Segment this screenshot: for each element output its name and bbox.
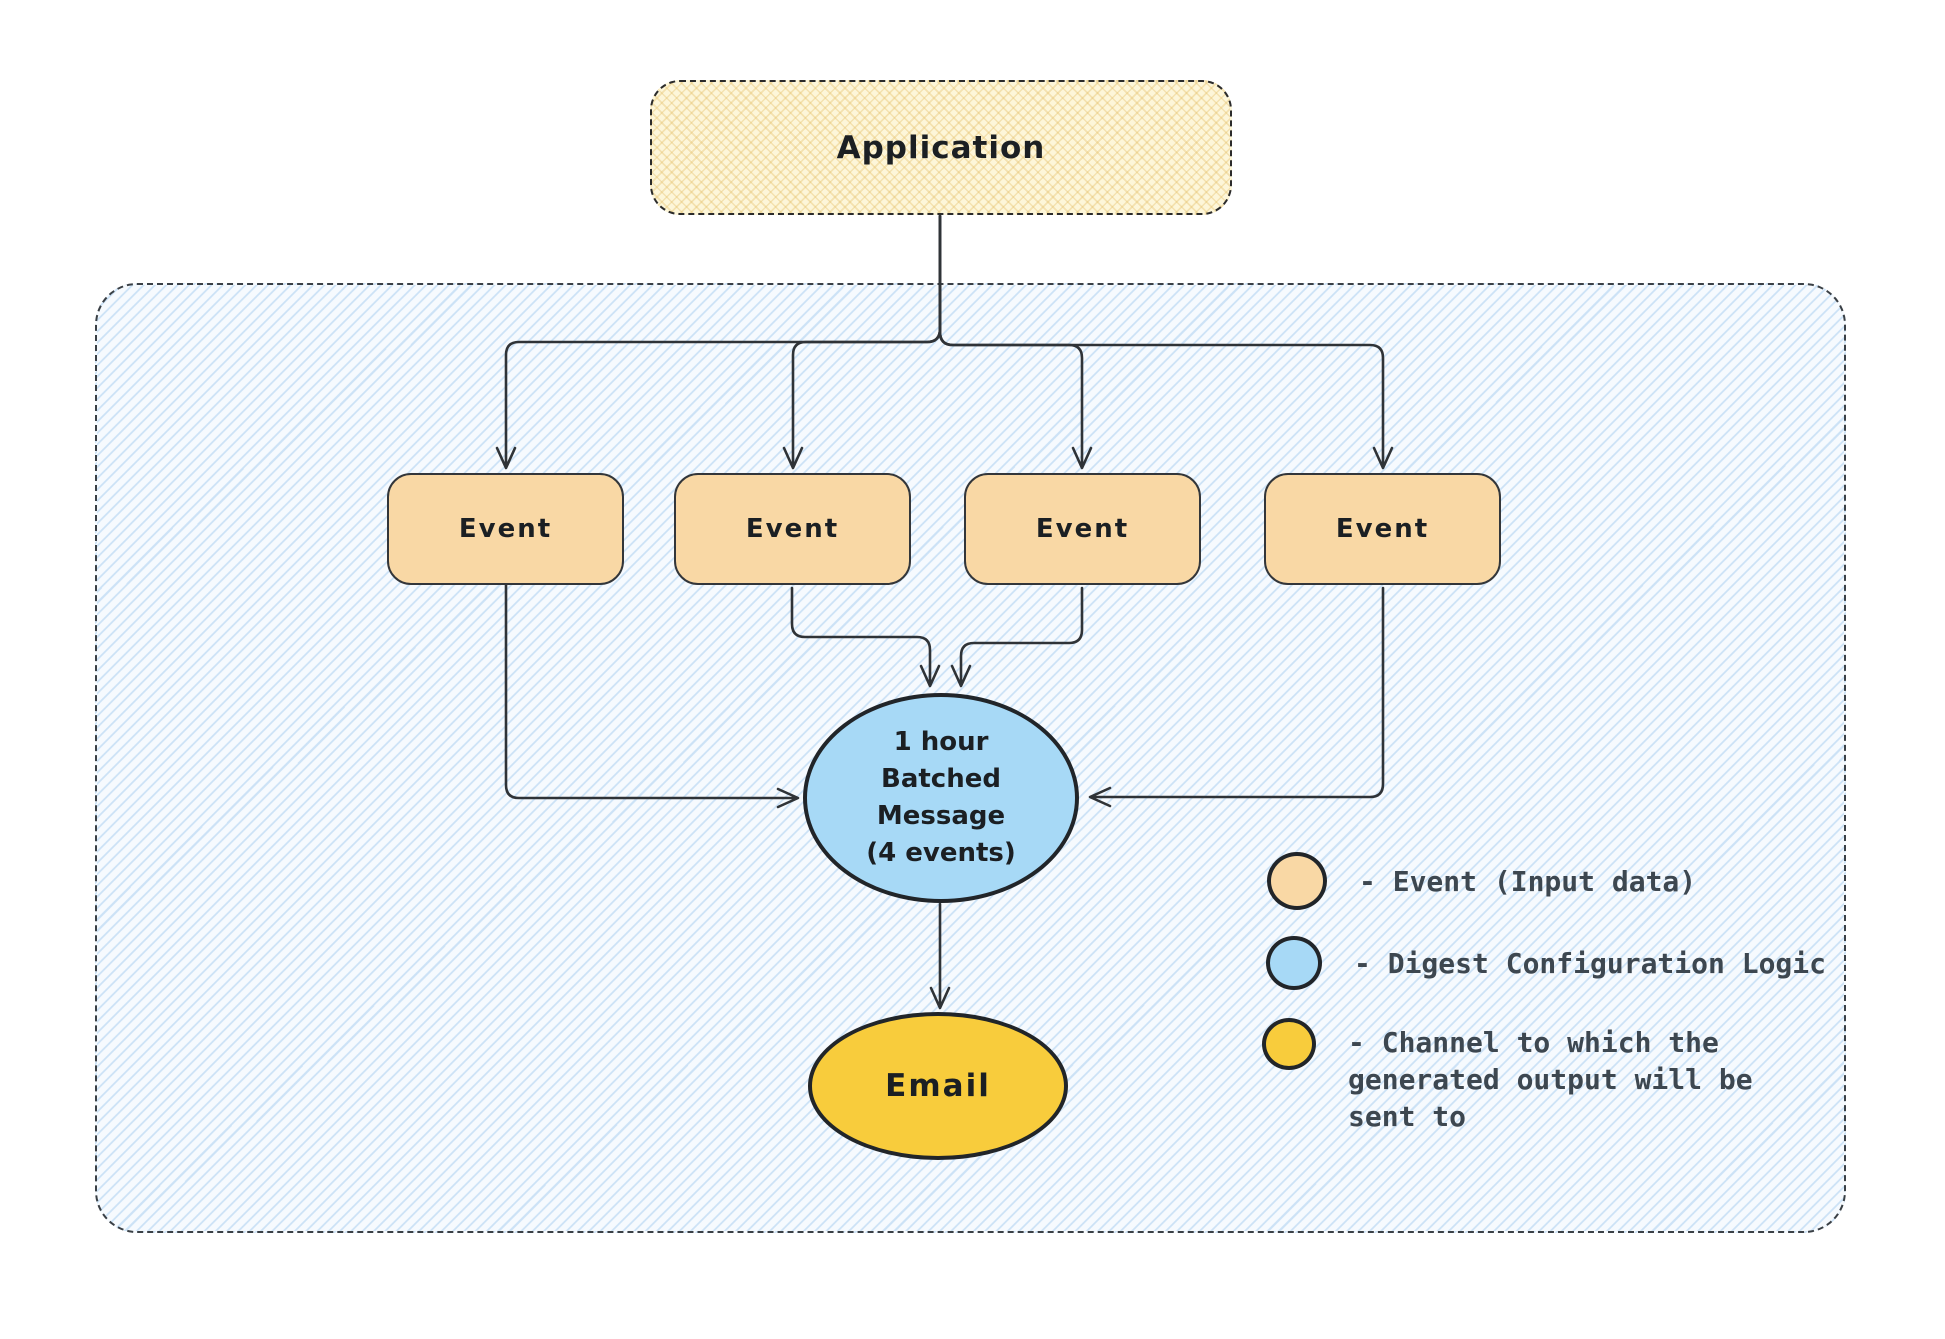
- channel-swatch-icon[interactable]: [1262, 1018, 1316, 1070]
- arrow-event2-to-digest[interactable]: [790, 586, 941, 688]
- legend-item-channel: - Channel to which the generated output …: [1262, 1018, 1753, 1135]
- arrow-event1-to-digest[interactable]: [504, 583, 800, 809]
- legend-event-label: - Event (Input data): [1359, 864, 1697, 898]
- application-label: Application: [836, 129, 1046, 166]
- arrow-event3-to-digest[interactable]: [950, 586, 1084, 688]
- legend-item-event: - Event (Input data): [1267, 852, 1696, 910]
- legend-channel-label: - Channel to which the generated output …: [1348, 1026, 1753, 1133]
- arrow-app-to-event-4[interactable]: [938, 214, 1394, 470]
- node-event-4[interactable]: Event: [1264, 473, 1501, 585]
- node-application[interactable]: Application: [650, 80, 1232, 215]
- arrow-app-to-event-3[interactable]: [938, 214, 1093, 470]
- arrow-event4-to-digest[interactable]: [1088, 586, 1385, 808]
- batched-message-label: 1 hour Batched Message (4 events): [866, 727, 1016, 868]
- arrow-app-to-event-2[interactable]: [782, 214, 942, 470]
- event-4-label: Event: [1335, 514, 1430, 544]
- arrow-digest-to-email[interactable]: [929, 902, 951, 1010]
- node-email-channel[interactable]: Email: [808, 1012, 1068, 1160]
- event-1-label: Event: [458, 514, 553, 544]
- legend-item-digest: - Digest Configuration Logic: [1266, 936, 1826, 990]
- event-2-label: Event: [745, 514, 840, 544]
- email-label: Email: [885, 1068, 991, 1104]
- node-batched-message[interactable]: 1 hour Batched Message (4 events): [803, 693, 1079, 903]
- event-swatch-icon[interactable]: [1267, 852, 1327, 910]
- node-event-3[interactable]: Event: [964, 473, 1201, 585]
- digest-swatch-icon[interactable]: [1266, 936, 1322, 990]
- node-event-2[interactable]: Event: [674, 473, 911, 585]
- node-event-1[interactable]: Event: [387, 473, 624, 585]
- legend-digest-label: - Digest Configuration Logic: [1354, 946, 1827, 980]
- event-3-label: Event: [1035, 514, 1130, 544]
